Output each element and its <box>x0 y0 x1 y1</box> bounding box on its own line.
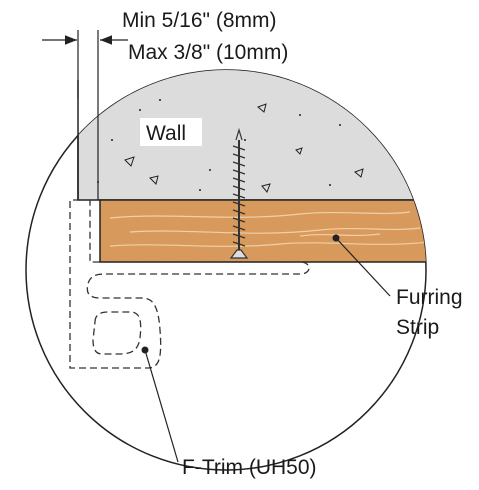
concrete-wall <box>77 70 426 201</box>
screw <box>229 127 249 259</box>
leader-lines <box>144 237 391 463</box>
wall-label-bg <box>140 118 202 146</box>
f-trim-label: F-Trim (UH50) <box>182 456 317 479</box>
concrete-aggregate <box>124 103 364 193</box>
dimension-max-label: Max 3/8" (10mm) <box>128 41 288 64</box>
ftrim-leader-dot <box>141 346 149 354</box>
furring-strip-label-line2: Strip <box>396 316 439 339</box>
wall-label: Wall <box>146 122 186 145</box>
dimension-indicator <box>42 30 128 200</box>
dimension-min-label: Min 5/16" (8mm) <box>122 9 277 32</box>
wood-grain <box>109 211 426 247</box>
furring-strip-label-line1: Furring <box>396 286 463 309</box>
f-trim-profile <box>69 199 310 369</box>
furring-leader-dot <box>332 234 340 242</box>
